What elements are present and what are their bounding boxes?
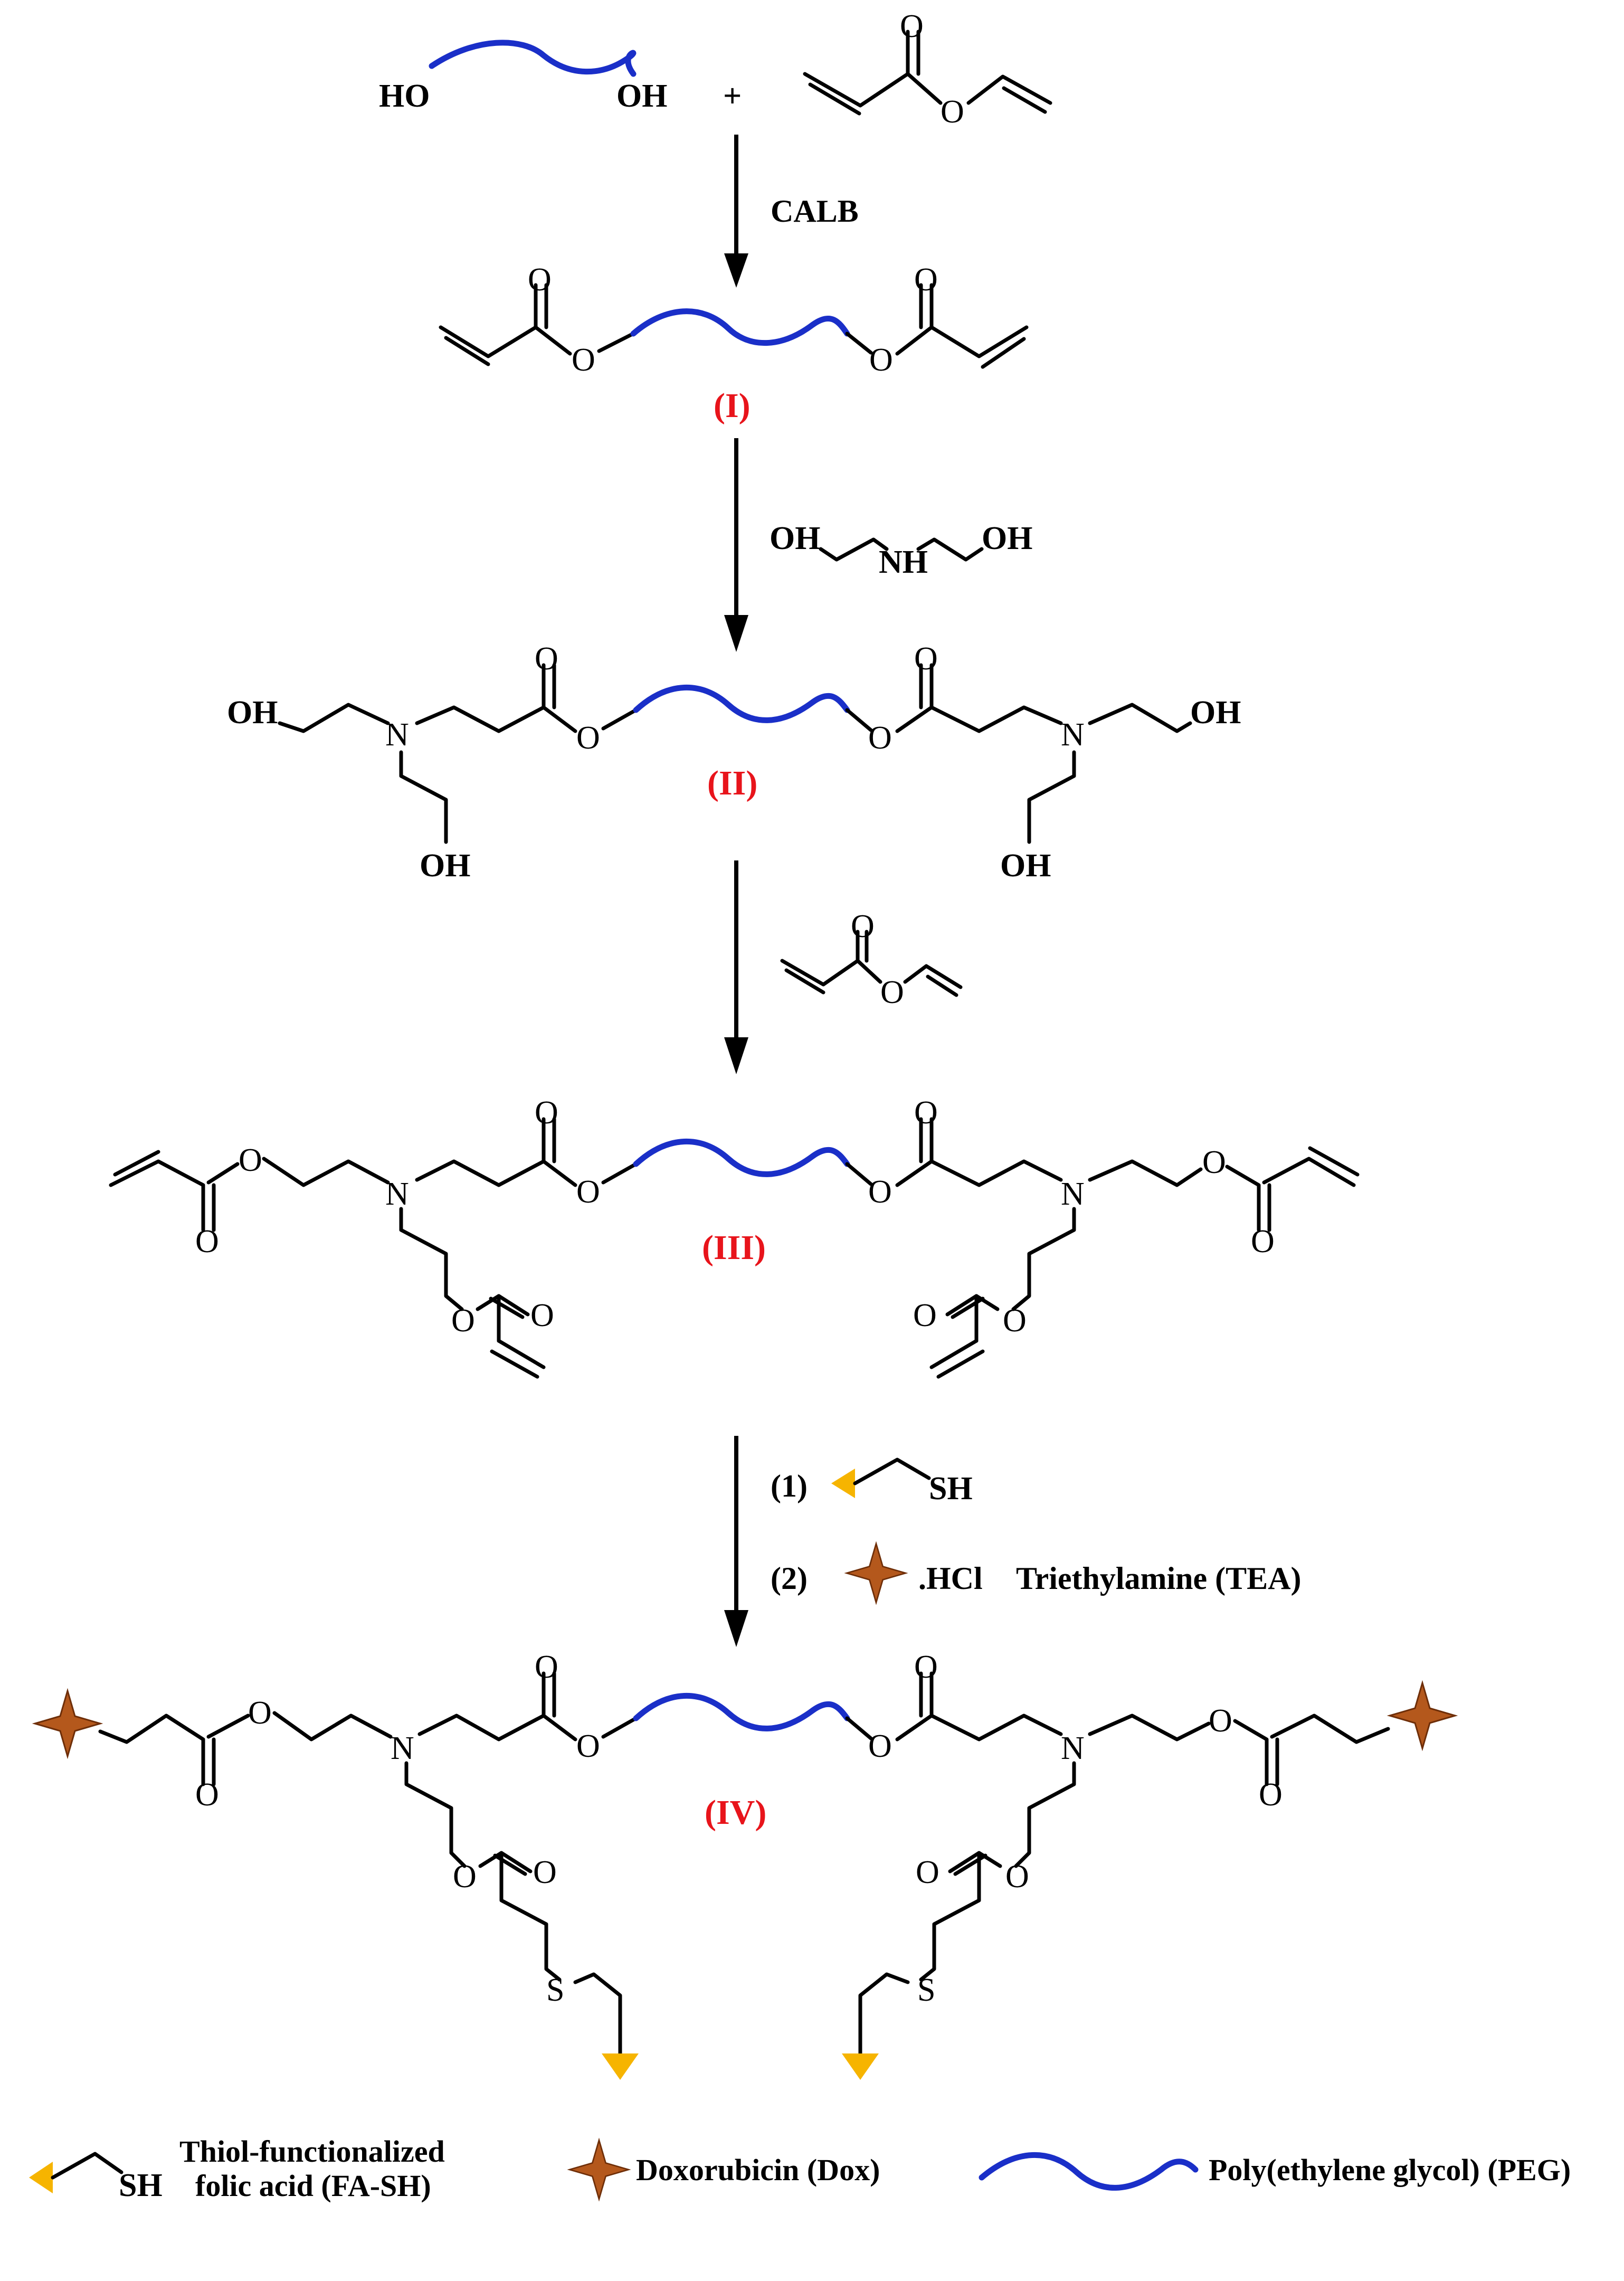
carbonyl-oxygen: O: [535, 1649, 558, 1685]
ester-oxygen: O: [576, 720, 600, 756]
hydroxyl: OH: [420, 848, 470, 884]
peg-chain-icon: [979, 2152, 1199, 2191]
carbonyl-oxygen: O: [851, 908, 875, 944]
ester-oxygen: O: [868, 1728, 892, 1764]
ester-oxygen: O: [1005, 1859, 1029, 1895]
carbonyl-oxygen: O: [913, 1298, 937, 1333]
step-label-1: (1): [771, 1469, 808, 1503]
compound-III: O O N O O O O N O O O O O: [109, 1095, 1360, 1379]
hydroxyl: OH: [227, 695, 278, 731]
catalyst-calb: CALB: [771, 194, 859, 229]
arrow-step3: [724, 860, 748, 1074]
compound-II: OH N O O O O N OH OH OH: [227, 641, 1241, 884]
hydroxyl: OH: [982, 520, 1032, 556]
legend-dox-label: Doxorubicin (Dox): [636, 2153, 880, 2187]
ester-oxygen: O: [1202, 1144, 1226, 1180]
vinyl-acrylate-reactant: O O: [803, 8, 1052, 130]
diethanolamine-reagent: OH NH OH: [770, 520, 1032, 580]
ester-oxygen: O: [941, 94, 964, 130]
arrow-step1: [724, 135, 748, 288]
carbonyl-oxygen: O: [916, 1854, 939, 1890]
legend: SH Thiol-functionalized folic acid (FA-S…: [29, 2134, 1571, 2203]
ester-oxygen: O: [1003, 1303, 1027, 1339]
compound-label-IV: (IV): [705, 1793, 766, 1832]
doxorubicin-icon: [1389, 1682, 1456, 1749]
carbonyl-oxygen: O: [195, 1224, 219, 1260]
hydroxyl-left: HO: [379, 78, 430, 114]
carbonyl-oxygen: O: [528, 262, 552, 298]
carbonyl-oxygen: O: [530, 1298, 554, 1333]
tertiary-amine: N: [1061, 717, 1085, 753]
ester-oxygen: O: [868, 720, 892, 756]
legend-peg-label: Poly(ethylene glycol) (PEG): [1209, 2153, 1571, 2187]
plus-sign: +: [723, 78, 742, 114]
carbonyl-oxygen: O: [1259, 1777, 1283, 1813]
compound-label-II: (II): [707, 764, 757, 802]
tertiary-amine: N: [385, 1176, 409, 1212]
fa-sh-reagent: SH: [831, 1457, 973, 1507]
ester-oxygen: O: [576, 1174, 600, 1210]
ester-oxygen: O: [248, 1695, 272, 1731]
carbonyl-oxygen: O: [914, 1095, 938, 1131]
hydroxyl: OH: [1190, 695, 1241, 731]
ester-oxygen: O: [869, 342, 893, 378]
base-tea: Triethylamine (TEA): [1016, 1561, 1302, 1596]
hydroxyl: OH: [770, 520, 820, 556]
thiol-group: SH: [929, 1471, 973, 1507]
thioether-sulfur: S: [546, 1972, 564, 2008]
legend-fa-sh: SH Thiol-functionalized folic acid (FA-S…: [29, 2134, 445, 2203]
carbonyl-oxygen: O: [535, 641, 558, 677]
vinyl-acrylate-reagent: O O: [780, 908, 963, 1010]
carbonyl-oxygen: O: [533, 1854, 557, 1890]
ester-oxygen: O: [453, 1859, 477, 1895]
carbonyl-oxygen: O: [914, 1649, 938, 1685]
ester-oxygen: O: [451, 1303, 475, 1339]
thioether-sulfur: S: [917, 1972, 935, 2008]
arrow-step2: [724, 438, 748, 652]
doxorubicin-icon: [846, 1542, 907, 1604]
compound-IV: O O N O O O O N O O O O S: [34, 1649, 1456, 2080]
step-label-2: (2): [771, 1561, 808, 1596]
carbonyl-oxygen: O: [195, 1777, 219, 1813]
hydroxyl-right: OH: [616, 78, 667, 114]
hydroxyl: OH: [1000, 848, 1051, 884]
ester-oxygen: O: [572, 342, 595, 378]
carbonyl-oxygen: O: [535, 1095, 558, 1131]
tertiary-amine: N: [1061, 1730, 1085, 1766]
tertiary-amine: N: [1061, 1176, 1085, 1212]
ester-oxygen: O: [576, 1728, 600, 1764]
doxorubicin-icon: [568, 2139, 630, 2200]
folic-acid-icon: [29, 2162, 53, 2193]
hcl-salt: .HCl: [918, 1561, 983, 1596]
carbonyl-oxygen: O: [914, 641, 938, 677]
legend-fa-label-line2: folic acid (FA-SH): [195, 2169, 431, 2203]
thiol-group: SH: [119, 2168, 163, 2203]
arrow-step4: [724, 1436, 748, 1647]
ester-oxygen: O: [1209, 1703, 1232, 1739]
doxorubicin-icon: [34, 1690, 101, 1757]
ester-oxygen: O: [868, 1174, 892, 1210]
folic-acid-icon: [842, 2053, 879, 2080]
compound-I: O O O O: [439, 262, 1029, 378]
legend-peg: Poly(ethylene glycol) (PEG): [979, 2152, 1571, 2191]
carbonyl-oxygen: O: [1251, 1224, 1275, 1260]
folic-acid-icon: [831, 1469, 855, 1498]
carbonyl-oxygen: O: [914, 262, 938, 298]
legend-fa-label-line1: Thiol-functionalized: [179, 2134, 445, 2169]
tertiary-amine: N: [385, 717, 409, 753]
tertiary-amine: N: [391, 1730, 414, 1766]
legend-dox: Doxorubicin (Dox): [568, 2139, 880, 2200]
ester-oxygen: O: [239, 1142, 262, 1178]
compound-label-I: (I): [714, 386, 751, 425]
peg-diol: HO OH: [379, 40, 667, 114]
compound-label-III: (III): [702, 1228, 766, 1267]
carbonyl-oxygen: O: [900, 8, 924, 44]
folic-acid-icon: [602, 2053, 639, 2080]
ester-oxygen: O: [880, 974, 904, 1010]
